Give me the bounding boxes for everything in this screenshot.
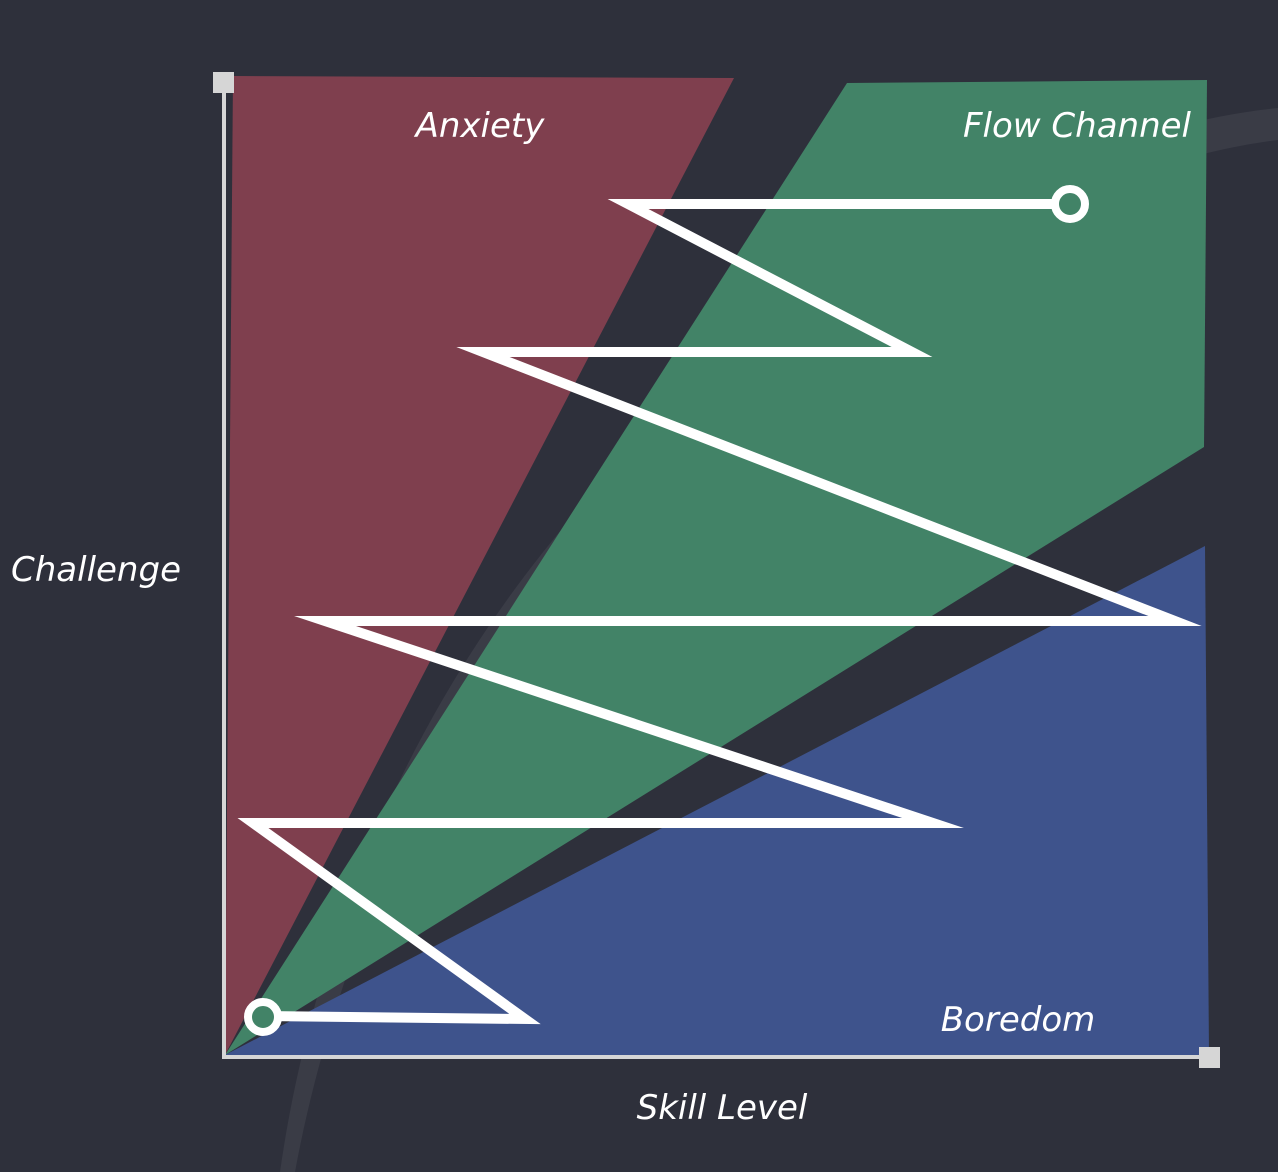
background-swoosh (280, 108, 1278, 1172)
y-axis-label: Challenge (11, 550, 181, 590)
x-axis-end-cap (1199, 1047, 1220, 1068)
boredom-zone (225, 546, 1209, 1055)
flow-channel-zone (225, 80, 1207, 1055)
y-axis-end-cap (213, 72, 234, 93)
anxiety-label: Anxiety (414, 106, 546, 146)
flow-channel-label: Flow Channel (963, 106, 1192, 146)
x-axis-label: Skill Level (637, 1088, 808, 1128)
boredom-label: Boredom (941, 1000, 1096, 1040)
path-start-marker (244, 998, 282, 1036)
anxiety-zone (225, 76, 734, 1055)
path-end-marker (1051, 185, 1089, 223)
progression-path (237, 199, 1202, 1025)
